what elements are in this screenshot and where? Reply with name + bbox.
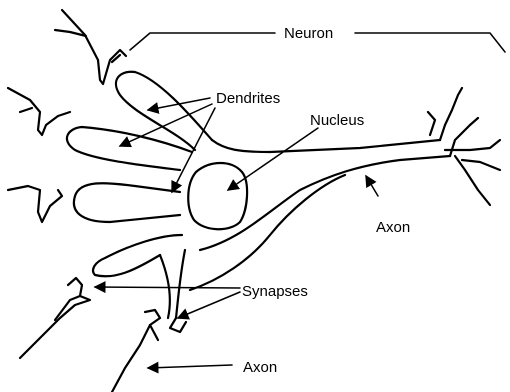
synapse-bulbs xyxy=(20,278,186,392)
axon-terminals xyxy=(428,88,500,205)
dendrite-left-upper xyxy=(8,88,70,135)
label-axon-bottom: Axon xyxy=(243,359,277,376)
dendrite-left-lower xyxy=(8,186,62,222)
neuron-body xyxy=(67,72,450,318)
label-dendrites: Dendrites xyxy=(216,90,280,107)
nucleus-shape xyxy=(188,163,247,229)
label-neuron: Neuron xyxy=(284,25,333,42)
dendrite-top-left xyxy=(55,10,126,84)
leader-lines xyxy=(95,98,378,368)
label-axon-right: Axon xyxy=(376,219,410,236)
label-nucleus: Nucleus xyxy=(310,112,364,129)
label-synapses: Synapses xyxy=(242,283,308,300)
